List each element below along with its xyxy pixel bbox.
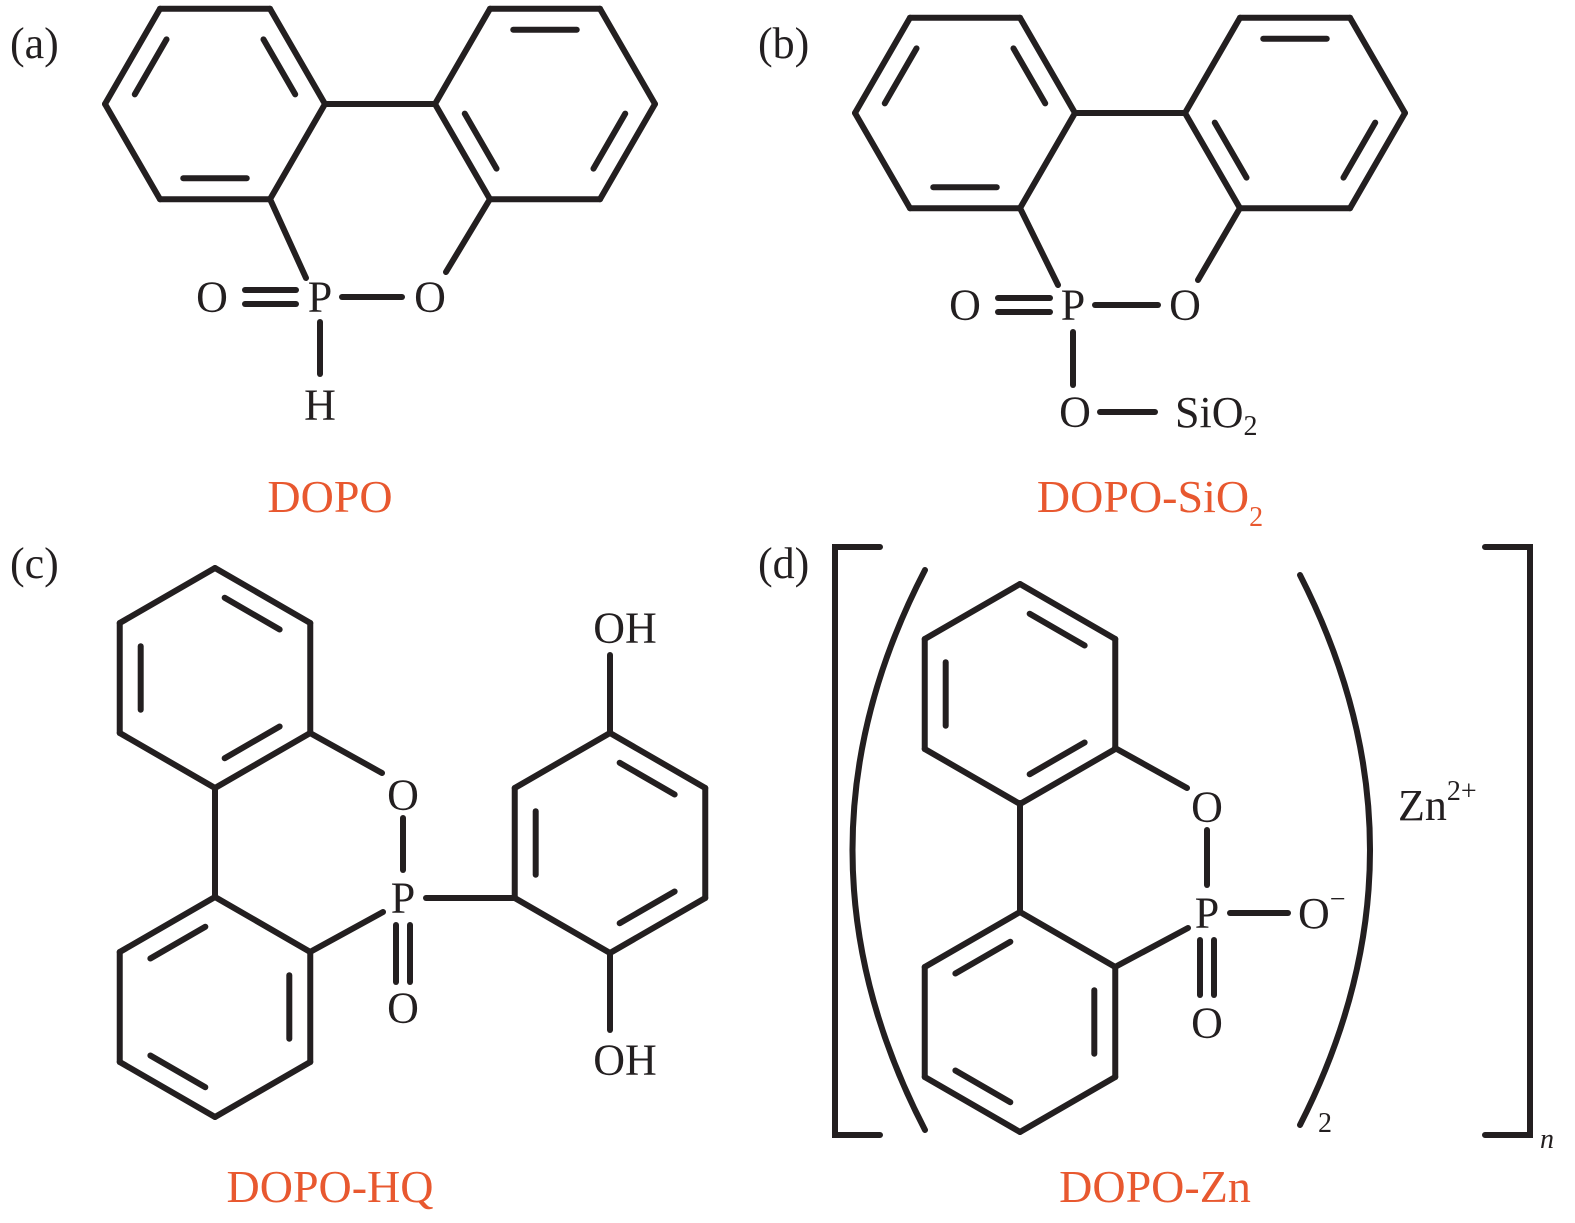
atom-o-minus: O− — [1298, 884, 1346, 938]
atom-o: O — [196, 273, 228, 322]
atom-h: H — [304, 381, 336, 430]
right-parenthesis — [1297, 572, 1373, 1128]
atom-o: O — [414, 273, 446, 322]
atom-p: P — [1061, 281, 1085, 330]
panel-tag-a: (a) — [10, 19, 59, 68]
panel-b-dopo-sio2: (b) O P O O SiO2 DOPO-SiO2 — [758, 19, 1263, 533]
right-bracket — [1482, 544, 1533, 1138]
compound-label-dopo-sio2: DOPO-SiO2 — [1037, 471, 1263, 533]
atom-oh: OH — [593, 604, 657, 653]
panel-tag-d: (d) — [758, 539, 809, 588]
atom-o: O — [1169, 281, 1201, 330]
atom-p: P — [308, 273, 332, 322]
panel-d-dopo-zn: (d) O P O− O Zn2+ 2 n DOPO-Zn — [758, 539, 1554, 1212]
panel-tag-b: (b) — [758, 19, 809, 68]
atom-p: P — [391, 874, 415, 923]
compound-label-dopo: DOPO — [267, 471, 392, 522]
benzene-rings — [102, 5, 1408, 1135]
atom-oh: OH — [593, 1036, 657, 1085]
atom-o: O — [949, 281, 981, 330]
atom-o: O — [387, 771, 419, 820]
zinc-ion: Zn2+ — [1398, 776, 1477, 830]
atom-o: O — [1191, 999, 1223, 1048]
panel-tag-c: (c) — [10, 539, 59, 588]
panel-c-dopo-hq: (c) O P O OH OH DOPO-HQ — [10, 539, 657, 1212]
panel-a-dopo: (a) O P O H DOPO — [10, 19, 493, 522]
atom-o: O — [1191, 783, 1223, 832]
left-bracket — [832, 544, 883, 1138]
subscript-n: n — [1540, 1124, 1554, 1155]
left-parenthesis — [849, 567, 928, 1133]
atom-sio2: SiO2 — [1175, 388, 1257, 442]
atom-p: P — [1195, 889, 1219, 938]
atom-o: O — [1059, 388, 1091, 437]
compound-label-dopo-hq: DOPO-HQ — [227, 1161, 434, 1212]
atom-o: O — [387, 984, 419, 1033]
subscript-2: 2 — [1318, 1108, 1332, 1139]
compound-label-dopo-zn: DOPO-Zn — [1059, 1161, 1251, 1212]
